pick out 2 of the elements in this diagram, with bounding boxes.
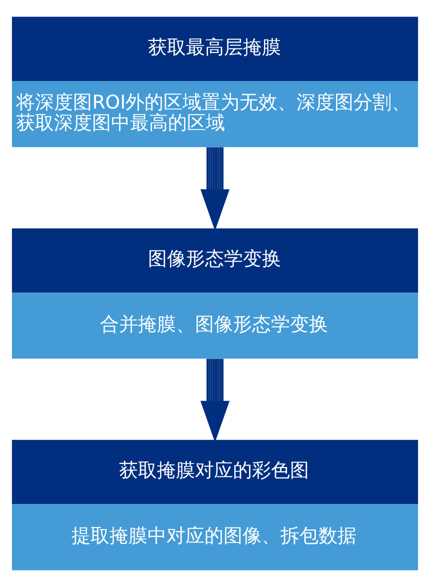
arrow (200, 147, 230, 231)
arrow (200, 358, 230, 442)
